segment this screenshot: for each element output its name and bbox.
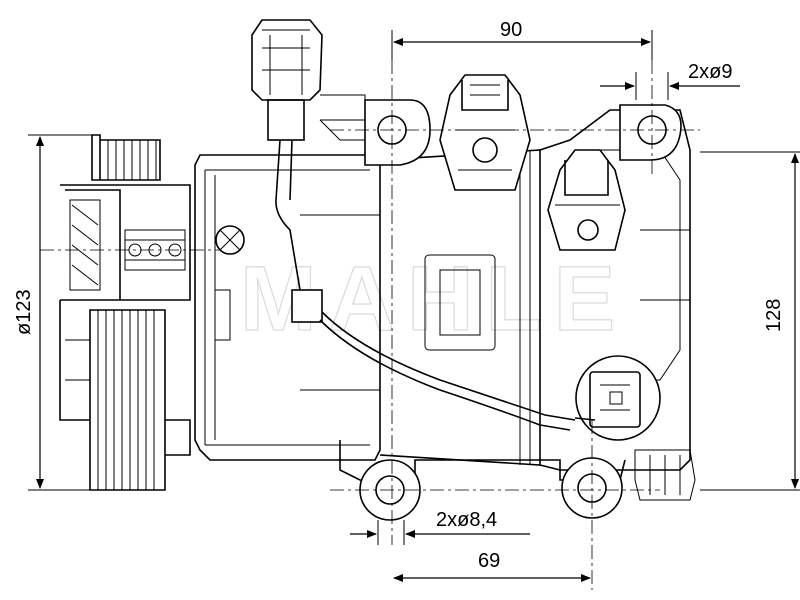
dim-height-label: 128 [763, 299, 785, 332]
dimension-hole-bottom: 2xø8,4 [350, 509, 530, 545]
dim-diameter-label: ø123 [13, 289, 35, 335]
dimension-hole-top: 2xø9 [600, 61, 740, 100]
port-fittings [215, 74, 661, 441]
dimension-top-width: 90 [391, 19, 653, 60]
dim-hole-bottom-label: 2xø8,4 [436, 509, 497, 531]
compressor-body [194, 94, 696, 501]
dimension-pulley-diameter: ø123 [13, 134, 92, 491]
pulley [40, 134, 220, 491]
dim-69-label: 69 [478, 550, 500, 572]
centre-lines [330, 60, 700, 590]
dim-90-label: 90 [500, 19, 522, 41]
dimension-height: 128 [700, 151, 800, 491]
electrical-connector [251, 19, 596, 431]
dim-hole-top-label: 2xø9 [688, 61, 732, 83]
dimension-bottom-width: 69 [393, 550, 591, 582]
